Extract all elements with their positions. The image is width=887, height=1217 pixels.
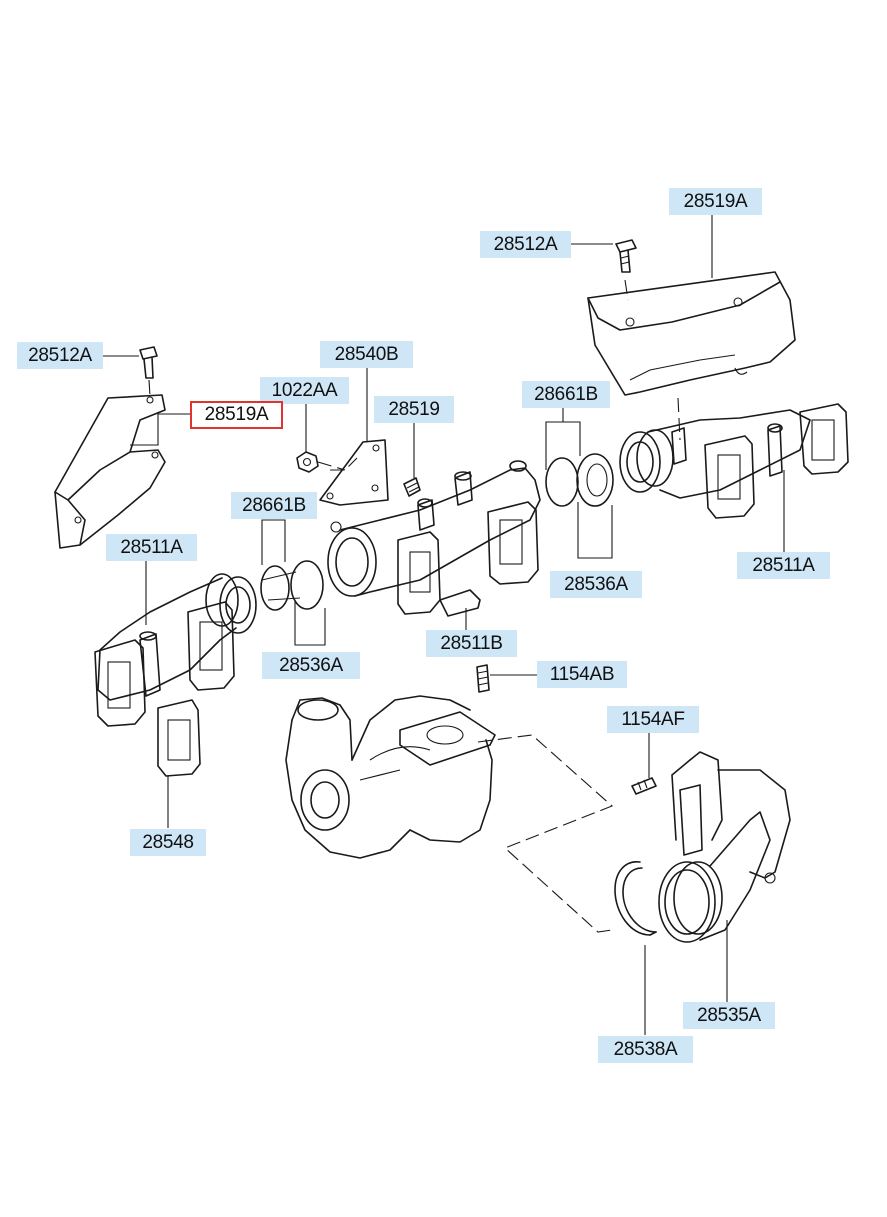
part-label-28540B[interactable]: 28540B <box>320 341 413 368</box>
seal-ring-pair-right[interactable] <box>545 453 614 507</box>
seal-ring-pair-center[interactable] <box>260 560 324 611</box>
part-label-28661B-center[interactable]: 28661B <box>231 492 317 519</box>
exhaust-manifold-left[interactable] <box>94 573 257 727</box>
bracket-28540B[interactable] <box>319 439 389 506</box>
part-label-28519A-top[interactable]: 28519A <box>669 188 762 215</box>
clamp-ring[interactable] <box>614 861 657 936</box>
part-label-28538A[interactable]: 28538A <box>598 1036 693 1063</box>
part-label-1154AF[interactable]: 1154AF <box>607 706 699 733</box>
stud-icon[interactable] <box>631 777 657 795</box>
part-label-28512A-left[interactable]: 28512A <box>17 342 103 369</box>
nut-icon[interactable] <box>296 451 319 473</box>
gasket-28548[interactable] <box>157 699 201 777</box>
part-label-28536A-right[interactable]: 28536A <box>550 571 642 598</box>
part-label-1022AA[interactable]: 1022AA <box>260 377 349 404</box>
part-label-28519A-selected[interactable]: 28519A <box>190 401 283 429</box>
outlet-elbow[interactable] <box>658 751 791 943</box>
bolt-icon[interactable] <box>139 346 158 379</box>
part-label-28536A-center[interactable]: 28536A <box>262 652 360 679</box>
exhaust-manifold-center[interactable] <box>327 460 541 617</box>
heat-shield-left[interactable] <box>54 394 166 549</box>
turbocharger[interactable] <box>285 695 496 859</box>
heat-shield-right[interactable] <box>587 271 796 396</box>
part-label-28535A[interactable]: 28535A <box>683 1002 775 1029</box>
part-label-28512A-top[interactable]: 28512A <box>480 231 571 258</box>
part-label-1154AB[interactable]: 1154AB <box>537 661 627 688</box>
stud-icon[interactable] <box>476 664 490 693</box>
stud-icon[interactable] <box>403 477 421 497</box>
part-label-28511B[interactable]: 28511B <box>426 630 517 657</box>
bolt-icon[interactable] <box>615 239 637 273</box>
part-label-28661B-right[interactable]: 28661B <box>522 381 610 408</box>
part-label-28519[interactable]: 28519 <box>374 396 454 423</box>
exhaust-manifold-right[interactable] <box>619 403 849 519</box>
part-label-28511A-left[interactable]: 28511A <box>106 534 197 561</box>
part-label-28548[interactable]: 28548 <box>130 829 206 856</box>
part-label-28511A-right[interactable]: 28511A <box>737 552 830 579</box>
